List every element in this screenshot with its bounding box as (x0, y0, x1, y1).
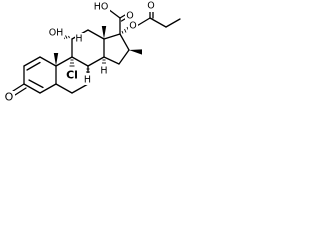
side-chain (107, 8, 128, 35)
c13-methyl-wedge (101, 26, 107, 39)
c8-hydrogen-label: H (84, 75, 91, 86)
ester-carbonyl-oxygen-label: O (147, 1, 154, 12)
ring-a (12, 56, 57, 96)
side-chain-ketone-oxygen-label: O (126, 11, 133, 22)
c14-hydrogen-label: H (100, 66, 107, 77)
side-chain-hydroxyl-label: HO (94, 2, 109, 13)
c10-methyl-wedge (53, 53, 59, 66)
ketone-oxygen-label: O (5, 91, 14, 104)
c11-hydrogen-label: H (75, 34, 82, 45)
c17-ester-hash (121, 26, 130, 34)
c11-hydroxyl-label: OH (49, 28, 64, 39)
c16-methyl-wedge (129, 49, 142, 55)
ring-d (103, 33, 130, 65)
ester-oxygen-label: O (129, 21, 136, 32)
ester-chain (134, 10, 181, 28)
steroid-structure-diagram: O OH H Cl H H HO O O O (4, 1, 181, 104)
c9-chlorine-label: Cl (66, 69, 78, 82)
